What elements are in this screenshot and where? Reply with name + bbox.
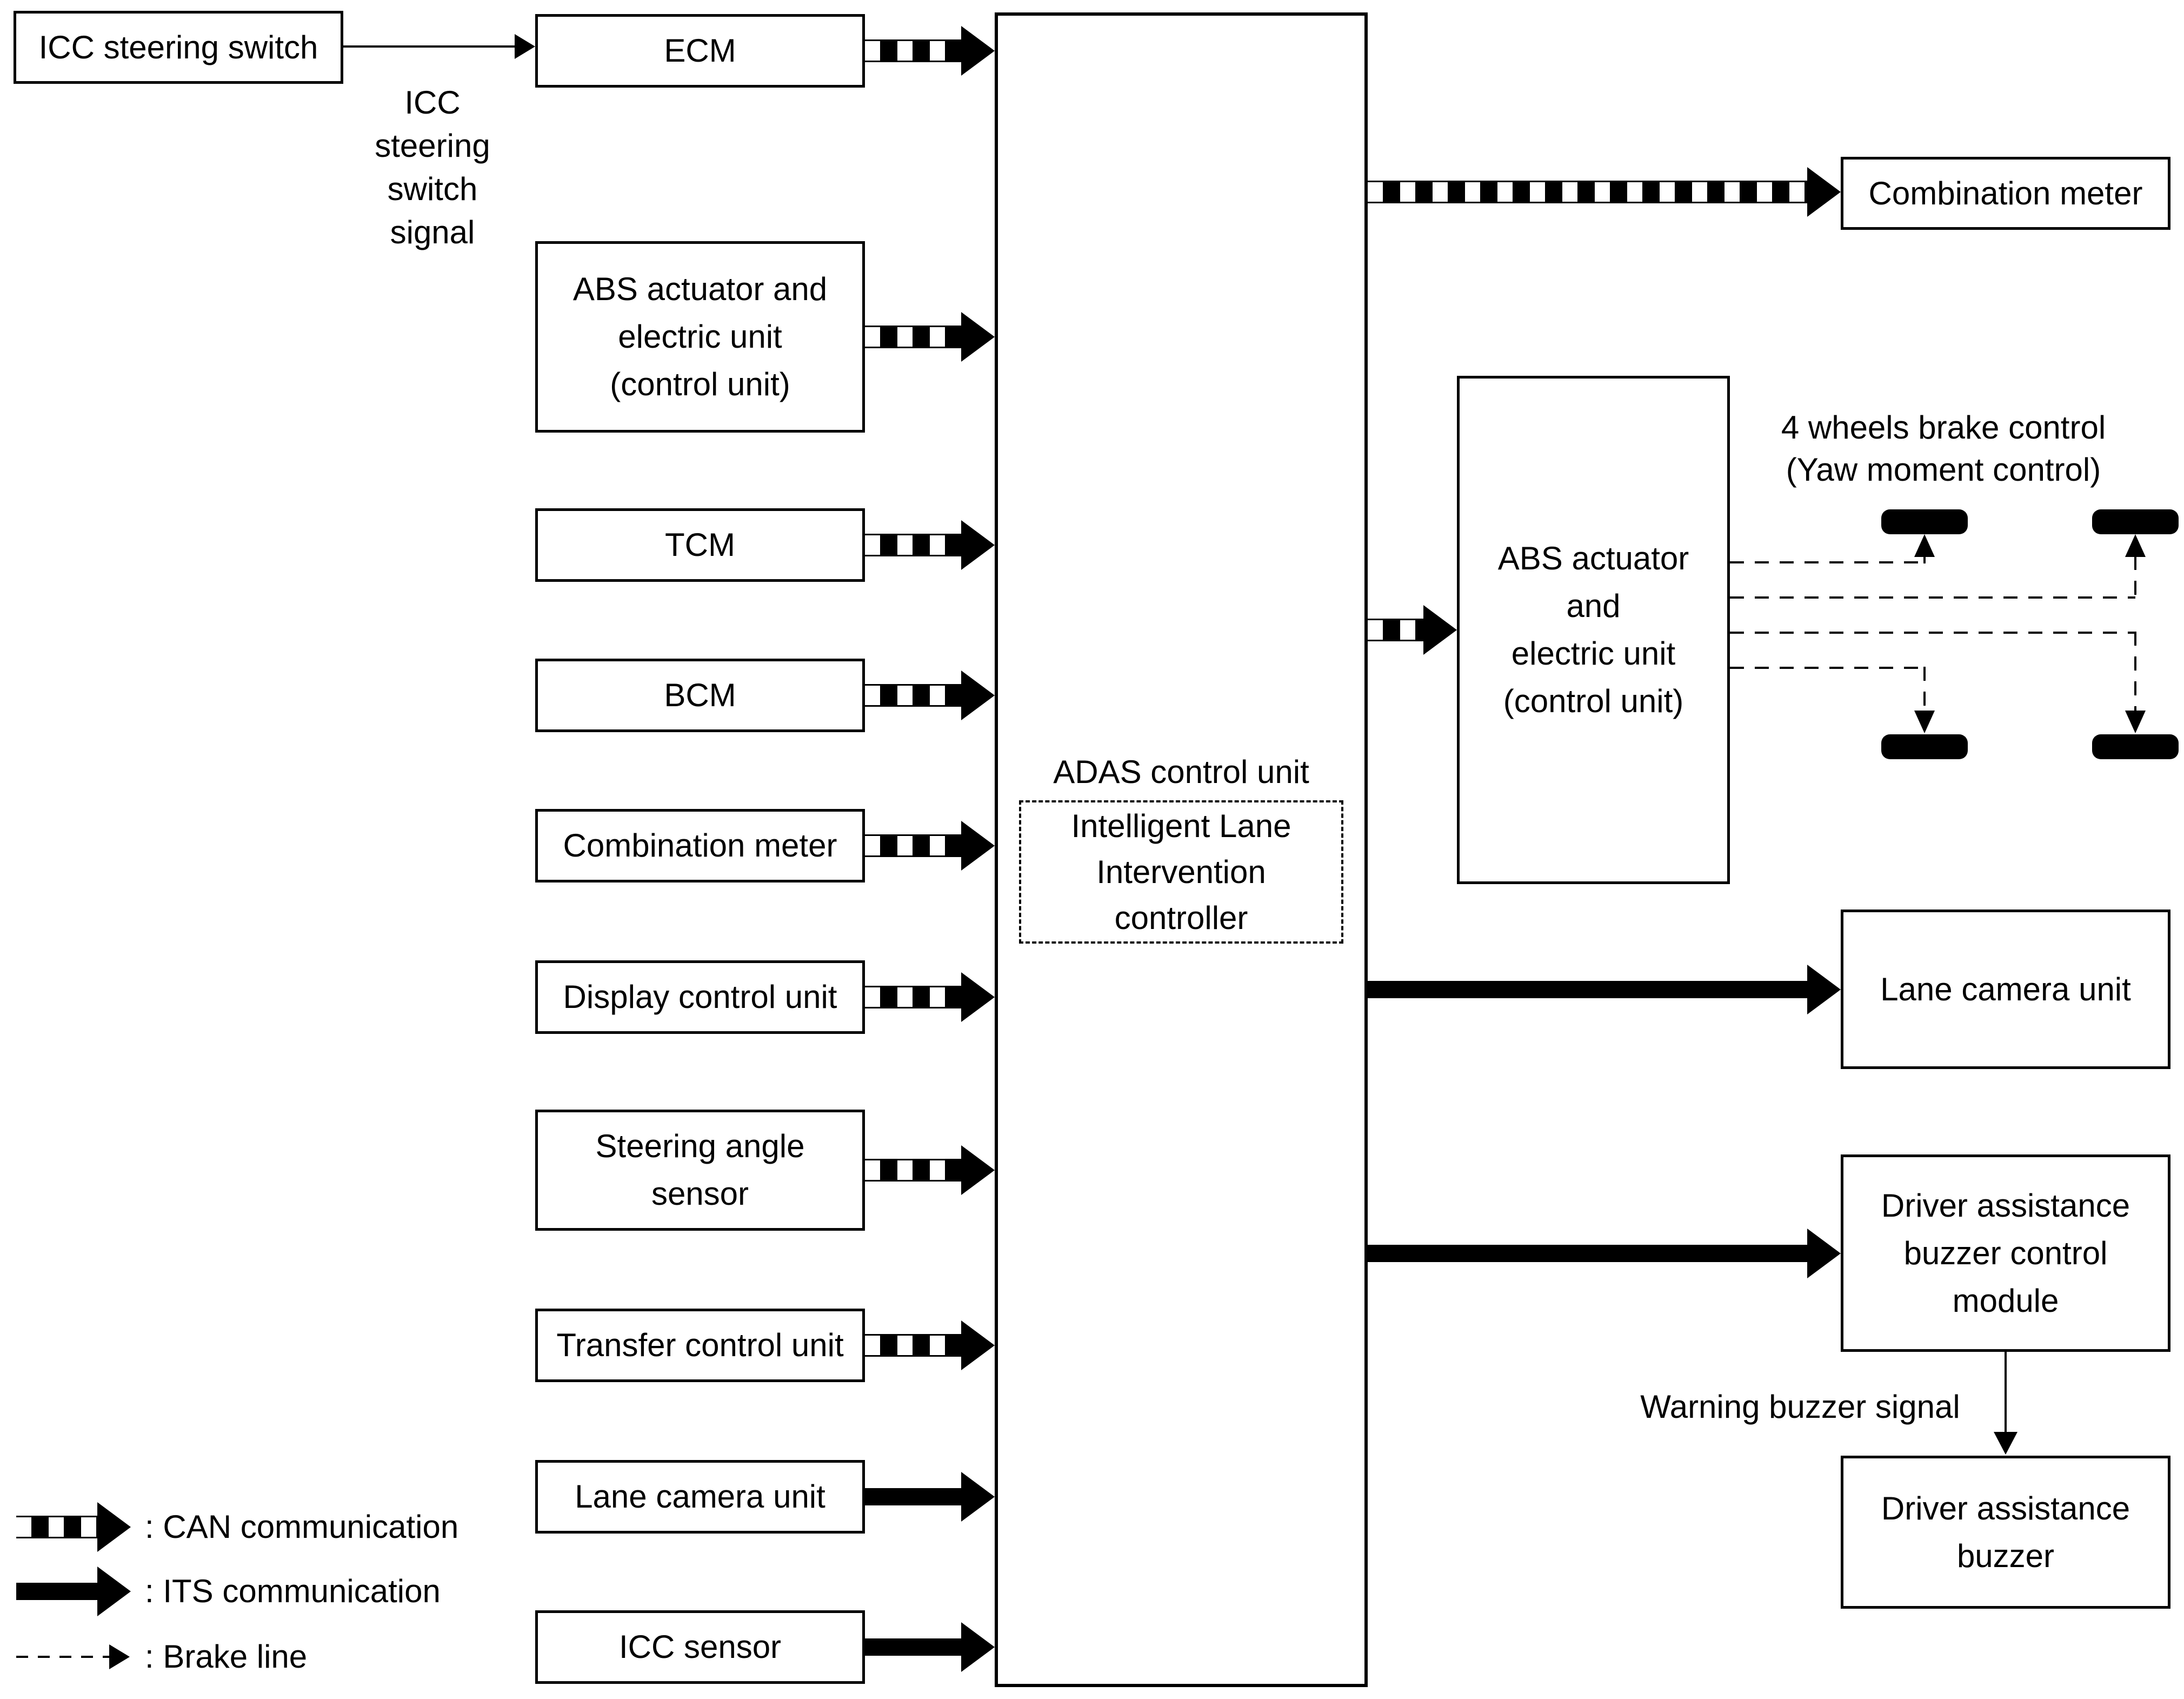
wheel-rear-right-icon (2092, 734, 2179, 759)
brake-line-horizontal (1730, 596, 2135, 599)
node-driver-assistance-buzzer-control-module: Driver assistance buzzer control module (1841, 1154, 2170, 1352)
wheel-rear-left-icon (1881, 734, 1968, 759)
can-shaft (1368, 619, 1423, 641)
arrowhead-up-icon (1914, 534, 1935, 557)
its-shaft (865, 1488, 961, 1505)
node-driver-assistance-buzzer-label: Driver assistance buzzer (1881, 1490, 2130, 1574)
node-ecm: ECM (535, 14, 865, 88)
node-steering-angle-sensor-label: Steering angle sensor (595, 1128, 805, 1212)
brake-line-vertical (2134, 556, 2136, 599)
node-abs-actuator-left: ABS actuator and electric unit (control … (535, 241, 865, 433)
can-shaft (865, 1159, 961, 1182)
legend-its-label: : ITS communication (145, 1573, 441, 1609)
can-shaft (865, 534, 961, 556)
brake-line-vertical (1923, 667, 1926, 713)
node-combination-meter-right-label: Combination meter (1868, 175, 2143, 211)
node-transfer-control-unit: Transfer control unit (535, 1309, 865, 1382)
node-abs-actuator-right-label: ABS actuator and electric unit (control … (1497, 540, 1689, 719)
brake-line-horizontal (1730, 632, 2135, 634)
node-abs-actuator-right: ABS actuator and electric unit (control … (1457, 376, 1730, 884)
arrowhead-right-icon (1807, 1229, 1841, 1278)
arrowhead-right-icon (97, 1502, 131, 1552)
arrowhead-right-icon (1807, 965, 1841, 1014)
node-display-control-unit-label: Display control unit (563, 979, 837, 1015)
its-shaft (1368, 981, 1807, 998)
brake-line-vertical (1923, 556, 1926, 563)
arrowhead-right-icon (961, 312, 995, 362)
wheel-front-right-icon (2092, 509, 2179, 534)
arrowhead-right-icon (1423, 605, 1457, 655)
node-steering-angle-sensor: Steering angle sensor (535, 1110, 865, 1231)
warning-buzzer-signal-label: Warning buzzer signal (1640, 1389, 1960, 1425)
node-ecm-label: ECM (664, 32, 736, 69)
node-abs-actuator-left-label: ABS actuator and electric unit (control … (572, 271, 828, 402)
node-combination-meter-right: Combination meter (1841, 157, 2170, 230)
can-shaft (865, 326, 961, 348)
node-lane-camera-unit-right: Lane camera unit (1841, 910, 2170, 1069)
four-wheels-brake-control-label: 4 wheels brake control (Yaw moment contr… (1781, 409, 2106, 488)
arrow-line (343, 45, 517, 48)
brake-line-sample-icon (16, 1656, 109, 1658)
its-shaft (1368, 1245, 1807, 1262)
node-lane-camera-unit-left-label: Lane camera unit (575, 1478, 825, 1515)
can-shaft (865, 684, 961, 707)
arrowhead-right-icon (961, 1622, 995, 1672)
arrowhead-right-icon (515, 34, 535, 59)
can-shaft (865, 1334, 961, 1357)
arrowhead-right-icon (961, 1472, 995, 1522)
arrowhead-right-icon (961, 972, 995, 1022)
can-shaft (1368, 181, 1807, 203)
node-lane-camera-unit-right-label: Lane camera unit (1880, 971, 2131, 1007)
its-shaft (865, 1638, 961, 1656)
its-arrow-sample-icon (16, 1583, 97, 1600)
arrowhead-up-icon (2125, 534, 2146, 557)
can-shaft (865, 834, 961, 857)
node-intelligent-lane-intervention-controller: Intelligent Lane Intervention controller (1019, 800, 1343, 944)
legend-can-label: : CAN communication (145, 1509, 459, 1545)
node-bcm-label: BCM (664, 677, 736, 713)
arrowhead-down-icon (2125, 711, 2146, 733)
arrowhead-right-icon (961, 1320, 995, 1370)
node-icc-steering-switch: ICC steering switch (14, 11, 343, 84)
icc-steering-switch-signal-label: ICC steering switch signal (375, 84, 490, 250)
legend-brake-label: : Brake line (145, 1638, 308, 1675)
arrow-line (2005, 1352, 2007, 1433)
can-arrow-sample-icon (16, 1516, 97, 1538)
node-driver-assistance-buzzer-control-module-label: Driver assistance buzzer control module (1881, 1187, 2130, 1319)
arrowhead-down-icon (1914, 711, 1935, 733)
brake-line-vertical (2134, 632, 2136, 713)
arrowhead-right-icon (1807, 167, 1841, 217)
node-intelligent-lane-intervention-controller-label: Intelligent Lane Intervention controller (1071, 808, 1291, 936)
arrowhead-right-icon (109, 1644, 130, 1669)
arrowhead-right-icon (961, 1145, 995, 1195)
node-bcm: BCM (535, 659, 865, 732)
arrowhead-right-icon (961, 671, 995, 720)
arrowhead-right-icon (961, 520, 995, 570)
node-transfer-control-unit-label: Transfer control unit (556, 1327, 844, 1363)
node-adas-control-unit-label: ADAS control unit (1053, 754, 1309, 790)
node-icc-steering-switch-label: ICC steering switch (38, 29, 318, 65)
wheel-front-left-icon (1881, 509, 1968, 534)
node-driver-assistance-buzzer: Driver assistance buzzer (1841, 1456, 2170, 1609)
node-combination-meter-left: Combination meter (535, 809, 865, 882)
arrowhead-right-icon (961, 26, 995, 76)
can-shaft (865, 39, 961, 62)
node-tcm-label: TCM (665, 527, 735, 563)
node-lane-camera-unit-left: Lane camera unit (535, 1460, 865, 1534)
brake-line-horizontal (1730, 561, 1925, 563)
arrowhead-right-icon (97, 1567, 131, 1616)
arrowhead-right-icon (961, 821, 995, 871)
brake-line-horizontal (1730, 667, 1925, 669)
can-shaft (865, 986, 961, 1008)
node-combination-meter-left-label: Combination meter (563, 827, 837, 864)
node-display-control-unit: Display control unit (535, 960, 865, 1034)
node-icc-sensor-label: ICC sensor (618, 1629, 782, 1665)
arrowhead-down-icon (1994, 1432, 2017, 1455)
node-tcm: TCM (535, 508, 865, 582)
node-icc-sensor: ICC sensor (535, 1610, 865, 1684)
